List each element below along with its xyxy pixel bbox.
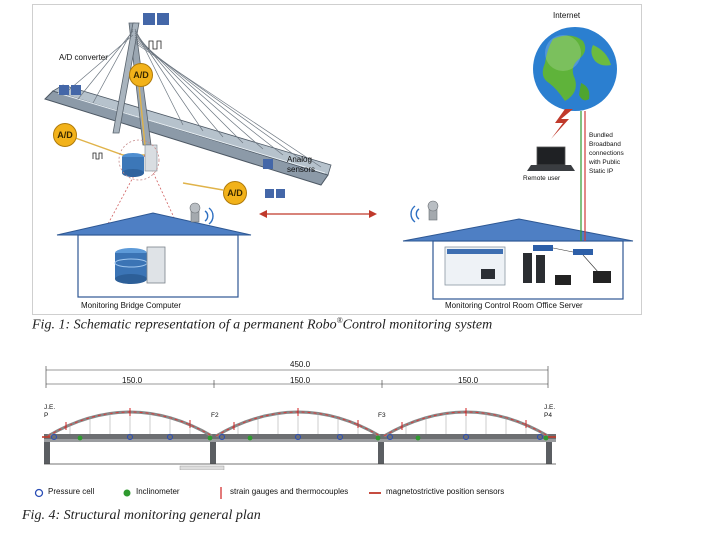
legend-label: strain gauges and thermocouples: [230, 487, 349, 496]
ad-converter-label: A/D converter: [59, 53, 108, 62]
stay-cables: [62, 28, 322, 168]
figure-1-caption: Fig. 1: Schematic representation of a pe…: [32, 316, 493, 333]
position-sensor-icon: [369, 492, 381, 494]
span-1-label: 150.0: [122, 376, 143, 385]
zoom-circle: [118, 139, 160, 181]
support-label: F3: [378, 412, 386, 419]
bridge-computer-icon: [114, 246, 166, 284]
wireless-link-arrow: [259, 210, 377, 218]
inclinometer-icon: [123, 489, 131, 497]
signal-wave-icon: [92, 40, 162, 160]
server-network-icon: [444, 245, 611, 286]
span-3-label: 150.0: [458, 376, 479, 385]
support-label: F2: [211, 412, 219, 419]
figure-1-panel: A/D A/D A/D A/D converter Analog sensors…: [32, 4, 642, 315]
bridge-server-small-icon: [122, 144, 158, 177]
piers: [44, 442, 552, 464]
internet-globe-icon: [533, 27, 617, 111]
legend-label: Inclinometer: [136, 487, 180, 496]
analog-sensors-label: Analog sensors: [287, 155, 316, 174]
broadband-lines: [580, 111, 586, 241]
broadband-label: Bundled Broadband connections with Publi…: [589, 132, 624, 175]
antenna-icon: [189, 200, 439, 225]
internet-label: Internet: [553, 11, 581, 20]
legend-label: magnetostrictive position sensors: [386, 487, 505, 496]
sensor-box-icon: [59, 13, 285, 198]
inclinometer-icon: [77, 435, 549, 441]
ad-converter-badge: A/D: [129, 63, 153, 87]
laptop-icon: [527, 146, 575, 171]
bridge-computer-label: Monitoring Bridge Computer: [81, 301, 182, 310]
remote-user-label: Remote user: [523, 175, 561, 182]
ad-converter-badge: A/D: [223, 181, 247, 205]
legend-label: Pressure cell: [48, 487, 95, 496]
lightning-icon: [551, 109, 573, 139]
pressure-cell-icon: [51, 434, 543, 440]
strain-gauge-icon: [65, 408, 527, 430]
total-span-label: 450.0: [290, 360, 311, 369]
support-label: J.E. P: [44, 404, 56, 419]
ad-converter-badge: A/D: [53, 123, 77, 147]
plan-note-box: [179, 465, 225, 470]
dimension-lines: [45, 366, 549, 388]
control-room-house: [402, 218, 634, 300]
figure-4-drawing: [42, 366, 556, 470]
figure-1-drawing: [44, 13, 634, 300]
support-label: J.E. P4: [544, 404, 556, 419]
figure-4-legend: Pressure cell Inclinometer strain gauges…: [34, 486, 594, 500]
span-2-label: 150.0: [290, 376, 311, 385]
strain-gauge-icon: [220, 487, 222, 499]
control-room-label: Monitoring Control Room Office Server: [445, 301, 583, 310]
figure-4-caption: Fig. 4: Structural monitoring general pl…: [22, 508, 261, 523]
pressure-cell-icon: [34, 488, 44, 498]
